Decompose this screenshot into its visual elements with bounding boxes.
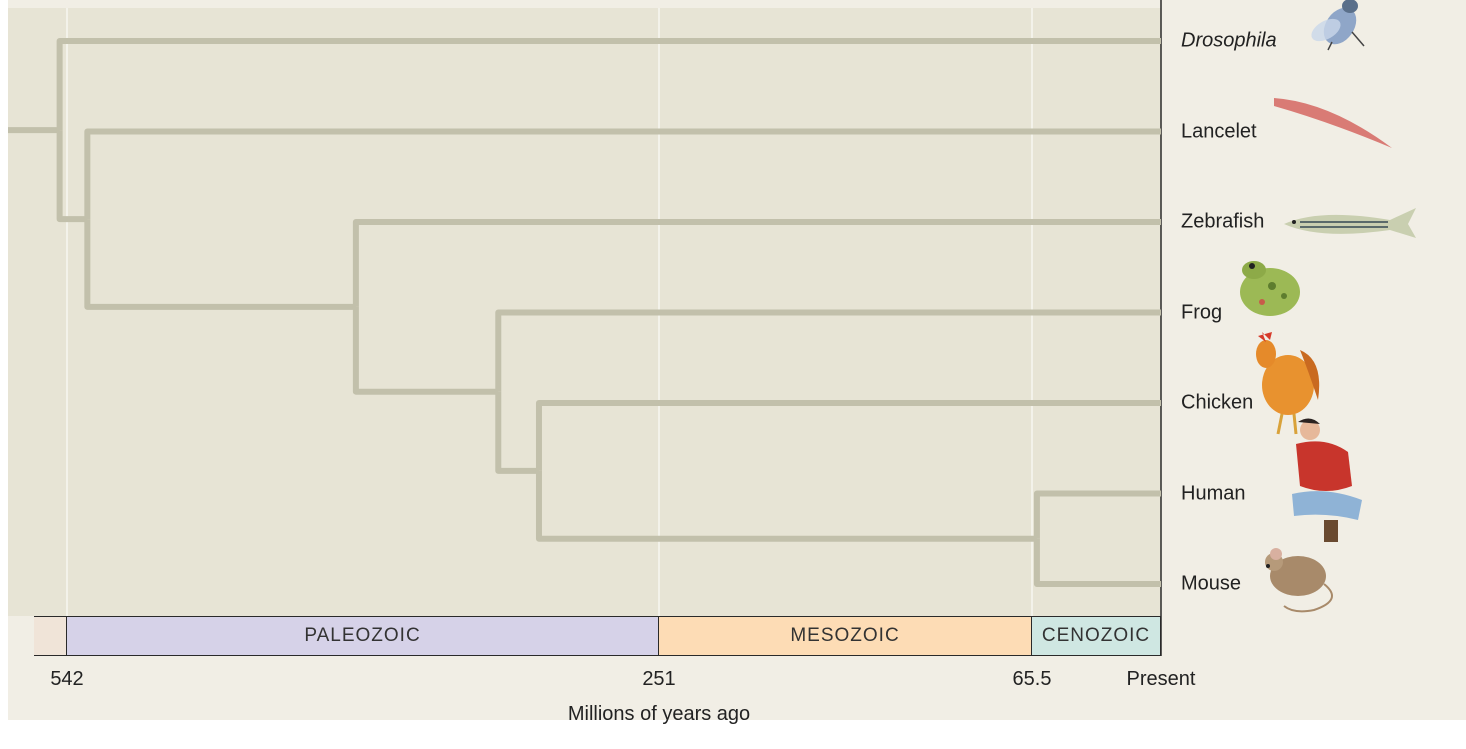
lancelet-icon [1270,92,1400,157]
taxon-label-zebrafish: Zebrafish [1181,210,1265,233]
era-precambrian-segment [33,616,67,656]
era-mesozoic: MESOZOIC [659,616,1032,656]
branch-chordates-to-vertebrates [84,219,356,310]
branch-root-to-chordates [56,130,88,223]
taxon-label-drosophila: Drosophila [1181,29,1277,52]
branch-tetrapods-to-amniotes [495,391,539,474]
zebrafish-icon [1280,204,1420,249]
taxon-label-mouse: Mouse [1181,572,1242,595]
frog-icon [1232,256,1307,326]
branch-mammals-to-human [1033,490,1161,539]
branch-amniotes-to-chicken [535,400,1161,471]
taxon-label-lancelet: Lancelet [1181,120,1257,142]
branch-root-to-drosophila [56,38,1161,131]
tick-label-3: Present [1126,668,1196,690]
human-icon [1286,416,1371,556]
taxon-label-frog: Frog [1181,301,1223,323]
taxon-label-human: Human [1181,482,1246,504]
tick-label-1: 251 [642,668,676,690]
branch-chordates-to-lancelet [84,128,1161,220]
fly-icon [1302,0,1372,57]
era-cenozoic: CENOZOIC [1032,616,1161,656]
taxon-label-chicken: Chicken [1181,391,1254,414]
axis-title: Millions of years ago [567,703,751,725]
branch-vertebrates-to-tetrapods [352,306,499,395]
mouse-icon [1254,540,1344,620]
era-paleozoic: PALEOZOIC [67,616,659,656]
tick-label-2: 65.5 [1012,668,1052,690]
chicken-icon [1248,330,1328,445]
branch-vertebrates-to-zebrafish [352,219,1161,307]
branch-tetrapods-to-frog [495,309,1161,392]
branch-mammals-to-mouse [1033,538,1161,587]
tick-label-0: 542 [50,668,84,690]
branch-amniotes-to-mammals [535,470,1037,542]
